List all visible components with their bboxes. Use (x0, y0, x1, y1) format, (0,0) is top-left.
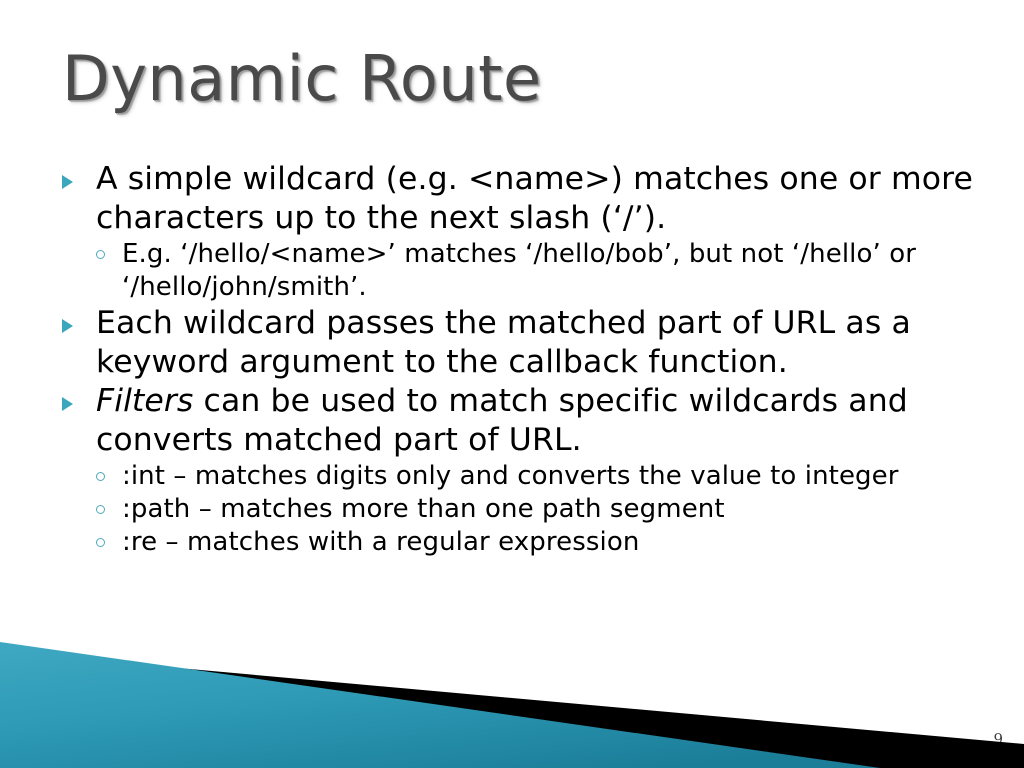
sub-bullet-item: E.g. ‘/hello/<name>’ matches ‘/hello/bob… (96, 238, 974, 304)
sub-bullet-text: :re – matches with a regular expression (122, 527, 640, 557)
bullet-text: can be used to match specific wildcards … (96, 383, 908, 458)
triangle-bullet-icon (62, 160, 96, 189)
bullet-text-composite: Filters can be used to match specific wi… (96, 382, 974, 460)
triangle-bullet-icon (62, 304, 96, 333)
circle-bullet-icon (96, 526, 122, 547)
sub-bullet-item: :re – matches with a regular expression (96, 526, 974, 559)
bullet-item: Each wildcard passes the matched part of… (62, 304, 974, 382)
bullet-item: Filters can be used to match specific wi… (62, 382, 974, 460)
sub-bullet-item: :int – matches digits only and converts … (96, 460, 974, 493)
deco-black-stripe (0, 652, 1024, 768)
sub-bullet-item: :path – matches more than one path segme… (96, 493, 974, 526)
bullet-text: A simple wildcard (e.g. <name>) matches … (96, 161, 973, 236)
deco-light-band (0, 666, 1024, 768)
circle-bullet-icon (96, 238, 122, 259)
page-title: Dynamic Route (62, 42, 542, 115)
triangle-bullet-icon (62, 382, 96, 411)
bullet-item: A simple wildcard (e.g. <name>) matches … (62, 160, 974, 238)
slide-body-content: A simple wildcard (e.g. <name>) matches … (62, 160, 974, 559)
circle-bullet-icon (96, 493, 122, 514)
deco-teal-wedge (0, 642, 880, 768)
sub-bullet-text: :path – matches more than one path segme… (122, 494, 725, 524)
bullet-emphasis: Filters (96, 383, 194, 419)
sub-bullet-text: :int – matches digits only and converts … (122, 461, 899, 491)
slide-page-number: 9 (993, 730, 1003, 748)
circle-bullet-icon (96, 460, 122, 481)
bullet-text: Each wildcard passes the matched part of… (96, 305, 911, 380)
sub-bullet-text: E.g. ‘/hello/<name>’ matches ‘/hello/bob… (122, 239, 916, 302)
